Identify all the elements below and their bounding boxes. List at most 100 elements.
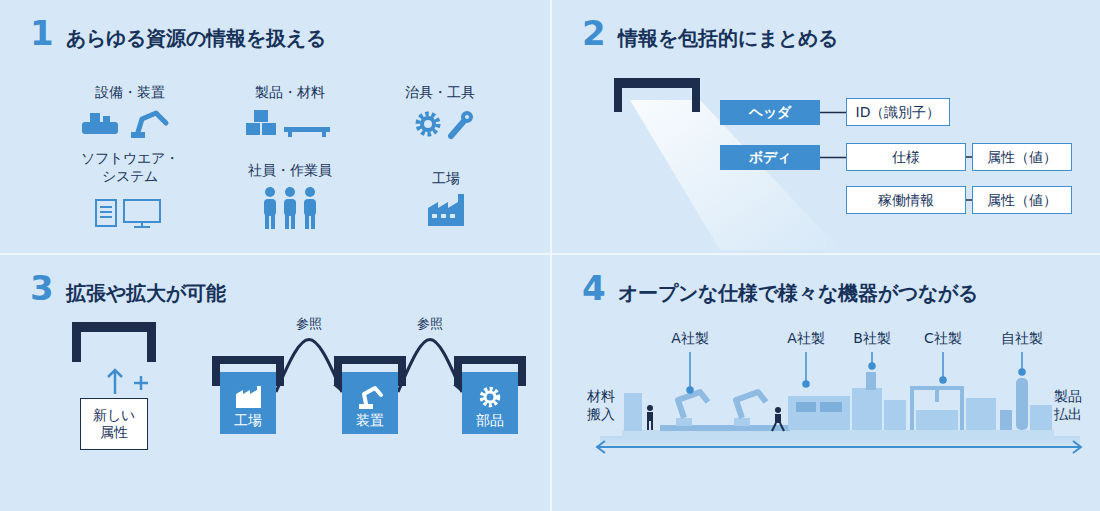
robot-icon: [138, 113, 166, 132]
panel: 1あらゆる資源の情報を扱える: [0, 0, 550, 253]
body-box: ボディ: [720, 145, 820, 170]
worker-figure: [647, 421, 649, 430]
worker-figure: [647, 412, 653, 421]
add-arrow: [134, 376, 148, 390]
wrench-icon: [451, 121, 464, 136]
worker-figure: [772, 423, 784, 431]
resource-label: 工場: [432, 170, 460, 188]
panel: 3拡張や拡大が可能新しい 属性工場装置部品: [0, 255, 550, 511]
factory-line: [866, 372, 876, 390]
resource-label: ソフトウエア・ システム: [76, 150, 184, 185]
gear-icon: [418, 114, 438, 134]
product-icon: [262, 123, 276, 135]
leader-line: [1019, 369, 1025, 375]
worker-figure: [775, 407, 781, 413]
resource-label: 製品・材料: [255, 84, 325, 102]
software-icon: [124, 200, 160, 222]
product-icon: [322, 132, 326, 137]
value-box: 属性（値）: [972, 143, 1072, 171]
gear-icon: [485, 392, 495, 402]
software-icon: [100, 207, 112, 217]
factory-line: [788, 396, 850, 430]
header-box: ヘッダ: [720, 100, 820, 125]
flow-end-label: 材料 搬入: [584, 388, 618, 423]
product-icon: [288, 132, 292, 137]
factory-line: [622, 430, 1054, 438]
factory-icon: [236, 386, 261, 408]
panel: 2情報を包括的にまとめるヘッダID（識別子）ボディ仕様属性（値）稼働情報属性（値…: [552, 0, 1100, 253]
people-icon: [285, 212, 289, 229]
factory-line: [734, 418, 750, 426]
bracket-icon: [72, 322, 156, 362]
leader-line: [689, 352, 691, 388]
add-arrow: [108, 370, 148, 394]
edge-label: 参照: [293, 316, 325, 332]
panel-ground: [0, 0, 550, 253]
box-text: 仕様: [892, 149, 920, 166]
flow-arrow: [597, 446, 1081, 448]
flow-arrow: [597, 441, 1081, 453]
factory-line: [1030, 405, 1052, 430]
box-text: 属性（値）: [987, 192, 1057, 209]
people-icon: [305, 187, 315, 197]
people-icon: [264, 187, 316, 229]
flow-end-label: 製品 払出: [1051, 388, 1085, 423]
box-text: 稼働情報: [878, 192, 934, 209]
machine-icon: [103, 116, 110, 122]
leader-line: [805, 352, 807, 382]
software-icon: [134, 222, 150, 227]
people-icon: [311, 212, 315, 229]
panel-ground: [552, 0, 1100, 253]
bracket-icon: [614, 78, 700, 112]
product-icon: [246, 110, 330, 137]
factory-icon: [450, 214, 455, 218]
leader-line: [871, 352, 873, 364]
wrench-icon: [451, 113, 471, 136]
leader-line: [687, 352, 1025, 393]
edge-label: 参照: [414, 316, 446, 332]
factory-line: [820, 402, 842, 412]
maker-label: B社製: [853, 330, 891, 348]
value-box: 仕様: [846, 143, 966, 171]
box-text: 新しい 属性: [93, 407, 135, 441]
software-icon: [96, 200, 116, 226]
box-text: 装置: [356, 412, 384, 429]
leader-line: [940, 377, 946, 383]
people-icon: [305, 212, 309, 229]
reference-arrow: [276, 340, 342, 393]
panel-number: 4: [582, 271, 606, 305]
factory-icon: [428, 194, 464, 226]
resource-label: 設備・装置: [95, 84, 165, 102]
factory-line: [852, 388, 882, 430]
gear-icon: [418, 114, 438, 134]
maker-label: C社製: [924, 330, 962, 348]
reference-arrow: [398, 340, 462, 393]
leader-line: [1021, 352, 1023, 370]
resource-box: 部品: [462, 372, 518, 434]
resource-label: 社員・作業員: [248, 162, 332, 180]
factory-line: [916, 410, 958, 430]
worker-figure: [651, 421, 653, 430]
panel-heading: オープンな仕様で様々な機器がつながる: [618, 283, 978, 303]
factory-icon: [428, 194, 464, 226]
machine-icon: [90, 113, 100, 122]
link-line: [820, 157, 846, 159]
product-icon: [246, 123, 260, 135]
people-icon: [271, 212, 275, 229]
flow-arrow: [597, 441, 1081, 453]
box-text: ID（識別子）: [856, 104, 941, 121]
robot-icon: [364, 388, 381, 404]
people-icon: [285, 187, 295, 197]
resource-box: 工場: [220, 372, 276, 434]
box-text: 属性（値）: [987, 149, 1057, 166]
factory-line: [1000, 410, 1012, 430]
panel-number: 3: [30, 271, 54, 305]
panel-ground: [0, 255, 550, 511]
factory-line: [1016, 378, 1028, 430]
factory-icon: [220, 382, 276, 412]
maker-label: 自社製: [1001, 330, 1043, 348]
